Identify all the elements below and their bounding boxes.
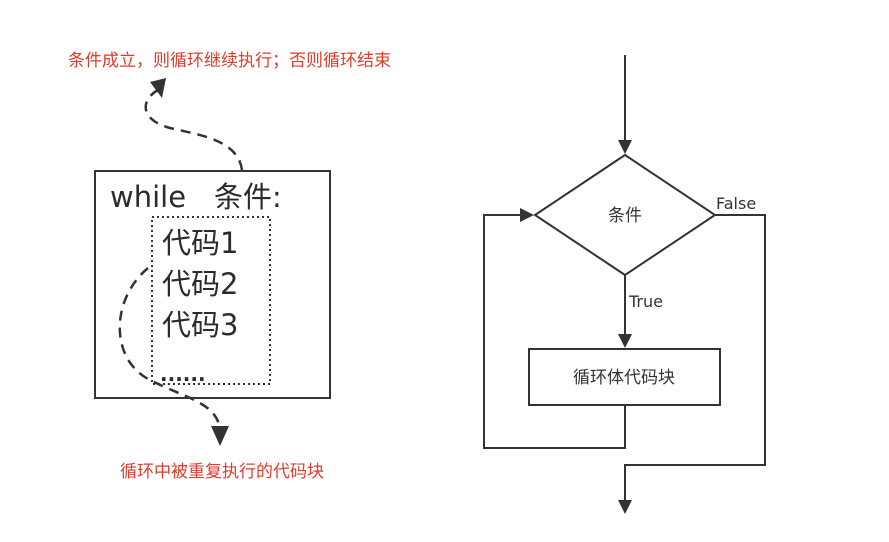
code-illustration: 条件成立，则循环继续执行；否则循环结束 while 条件: 代码1 代码2 代码… bbox=[68, 51, 391, 482]
code-line-1: 代码1 bbox=[162, 226, 238, 260]
code-ellipsis: ...... bbox=[160, 362, 206, 386]
false-exit-line bbox=[618, 214, 766, 514]
loop-body-box bbox=[528, 348, 721, 406]
false-label: False bbox=[716, 194, 756, 213]
downward-dashed-arrow bbox=[118, 267, 222, 429]
loop-body-dotted-box bbox=[151, 216, 271, 385]
top-annotation: 条件成立，则循环继续执行；否则循环结束 bbox=[68, 51, 391, 71]
while-keyword: while bbox=[110, 180, 186, 214]
bottom-annotation: 循环中被重复执行的代码块 bbox=[120, 462, 324, 482]
true-label: True bbox=[628, 292, 663, 311]
code-line-3: 代码3 bbox=[162, 308, 238, 342]
code-line-2: 代码2 bbox=[162, 267, 238, 301]
while-condition: 条件: bbox=[214, 180, 282, 214]
downward-arrowhead bbox=[211, 426, 229, 446]
loop-back-line bbox=[483, 208, 626, 449]
upward-arrowhead bbox=[150, 78, 166, 98]
loop-body-label: 循环体代码块 bbox=[573, 368, 675, 388]
while-block-box bbox=[94, 170, 331, 399]
flowchart: 条件 True 循环体代码块 False bbox=[483, 55, 766, 514]
upward-dashed-arrow bbox=[144, 88, 244, 171]
condition-label: 条件 bbox=[608, 206, 642, 226]
